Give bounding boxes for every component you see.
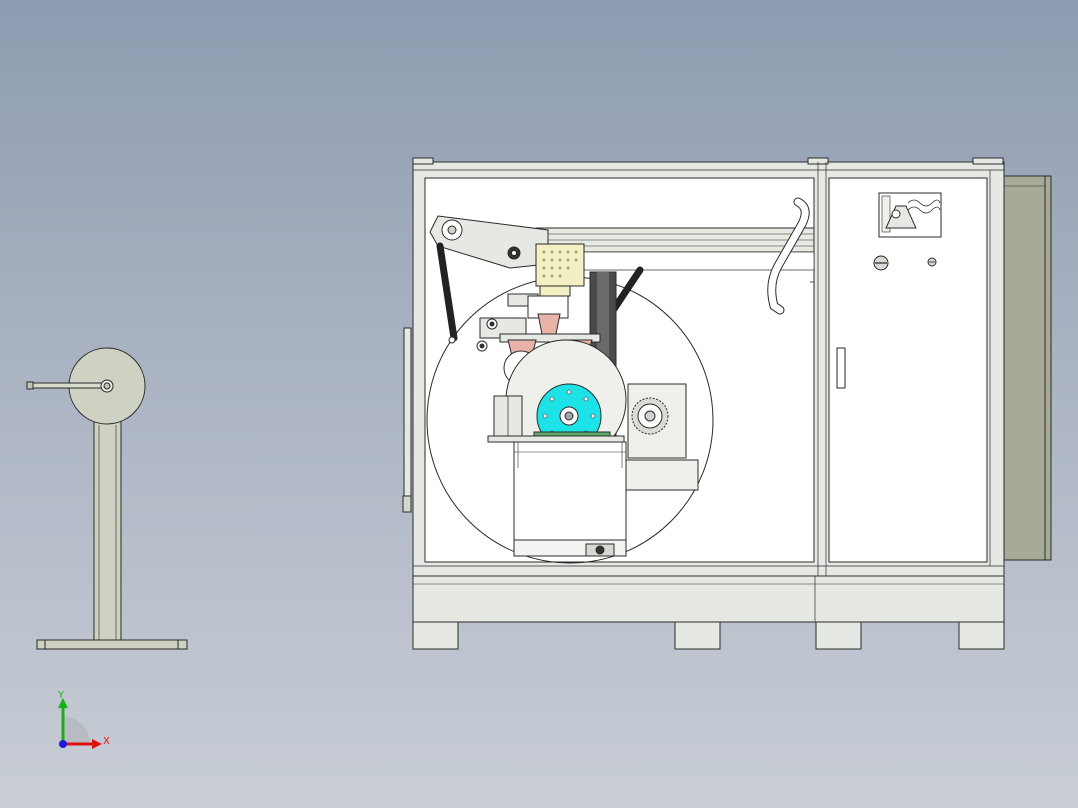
door-handle-slot xyxy=(836,347,846,389)
machine-base xyxy=(412,575,1005,623)
stand-column xyxy=(93,417,122,641)
motor-housing xyxy=(513,441,627,541)
perforated-block xyxy=(535,243,585,287)
reel-shaft xyxy=(26,382,106,389)
foot-2 xyxy=(674,621,721,650)
reel-stand xyxy=(26,347,188,650)
axis-z xyxy=(59,740,67,748)
platform-plate xyxy=(487,435,625,443)
foot-4 xyxy=(958,621,1005,650)
belt-left xyxy=(436,242,458,342)
axis-x-label: X xyxy=(103,736,110,747)
machine xyxy=(402,157,1052,650)
side-box xyxy=(1002,175,1052,561)
axis-y-label: Y xyxy=(57,690,65,701)
stand-base-plate xyxy=(36,639,188,650)
clamp-bracket-top xyxy=(537,313,561,335)
coordinate-triad: Y X xyxy=(57,690,110,749)
foot-1 xyxy=(412,621,459,650)
foot-3 xyxy=(815,621,862,650)
cabinet-door xyxy=(828,177,988,563)
